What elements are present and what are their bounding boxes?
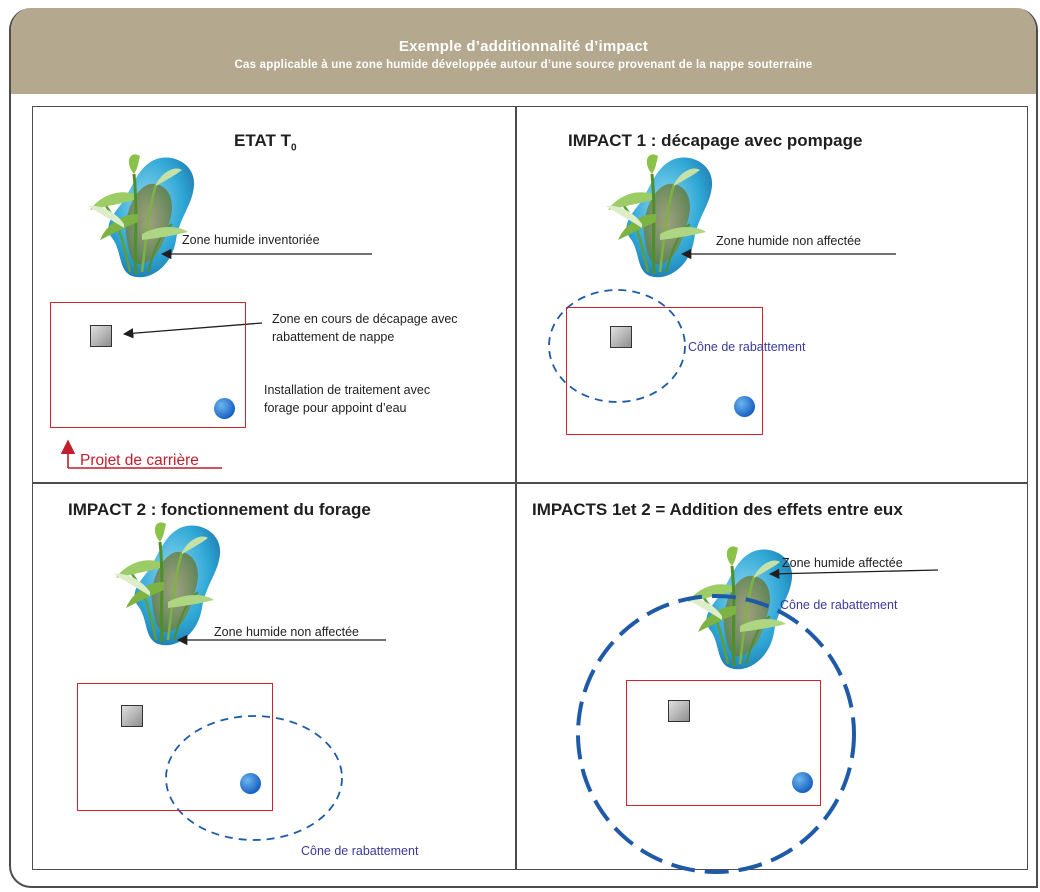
panel-1-title: ETAT T0 bbox=[234, 131, 297, 153]
panel-4-title: IMPACTS 1et 2 = Addition des effets entr… bbox=[532, 500, 903, 519]
quarry-project-outline-4 bbox=[626, 680, 821, 806]
diagram-title: Exemple d’additionnalité d’impact bbox=[398, 38, 649, 55]
borehole-dot-3 bbox=[240, 773, 261, 794]
quarry-project-outline-3 bbox=[77, 683, 273, 811]
cone-4-label: Cône de rabattement bbox=[780, 598, 898, 612]
cone-3-label: Cône de rabattement bbox=[301, 844, 419, 858]
borehole-dot-4 bbox=[792, 772, 813, 793]
stripping-zone-square-1 bbox=[90, 325, 112, 347]
quarry-project-label: Projet de carrière bbox=[80, 452, 199, 469]
panel-grid bbox=[32, 106, 1028, 870]
panel-1-title-subscript: 0 bbox=[290, 142, 297, 154]
header-band: Exemple d’additionnalité d’impact Cas ap… bbox=[11, 8, 1036, 94]
quarry-project-outline-1 bbox=[50, 302, 246, 428]
borehole-dot-2 bbox=[734, 396, 755, 417]
panel-3-title: IMPACT 2 : fonctionnement du forage bbox=[68, 500, 371, 519]
stripping-label-line-2: rabattement de nappe bbox=[272, 330, 395, 344]
stripping-zone-square-2 bbox=[610, 326, 632, 348]
panel-2-title: IMPACT 1 : décapage avec pompage bbox=[568, 131, 863, 150]
quarry-project-outline-2 bbox=[566, 307, 763, 435]
stripping-zone-square-3 bbox=[121, 705, 143, 727]
plant-label-line-1: Installation de traitement avec bbox=[264, 383, 431, 397]
stripping-label-line-1: Zone en cours de décapage avec bbox=[272, 312, 458, 326]
grid-horizontal-divider bbox=[32, 482, 1028, 484]
diagram-subtitle: Cas applicable à une zone humide dévelop… bbox=[234, 59, 813, 71]
wetland-1-label: Zone humide inventoriée bbox=[182, 233, 320, 247]
panel-1-title-text: ETAT T bbox=[234, 131, 291, 150]
plant-label-line-2: forage pour appoint d’eau bbox=[264, 401, 407, 415]
wetland-3-label: Zone humide non affectée bbox=[214, 625, 360, 639]
wetland-4-label: Zone humide affectée bbox=[782, 556, 903, 570]
wetland-2-label: Zone humide non affectée bbox=[716, 234, 862, 248]
cone-2-label: Cône de rabattement bbox=[688, 340, 806, 354]
stripping-zone-square-4 bbox=[668, 700, 690, 722]
borehole-dot-1 bbox=[214, 398, 235, 419]
grid-vertical-divider bbox=[515, 106, 517, 870]
